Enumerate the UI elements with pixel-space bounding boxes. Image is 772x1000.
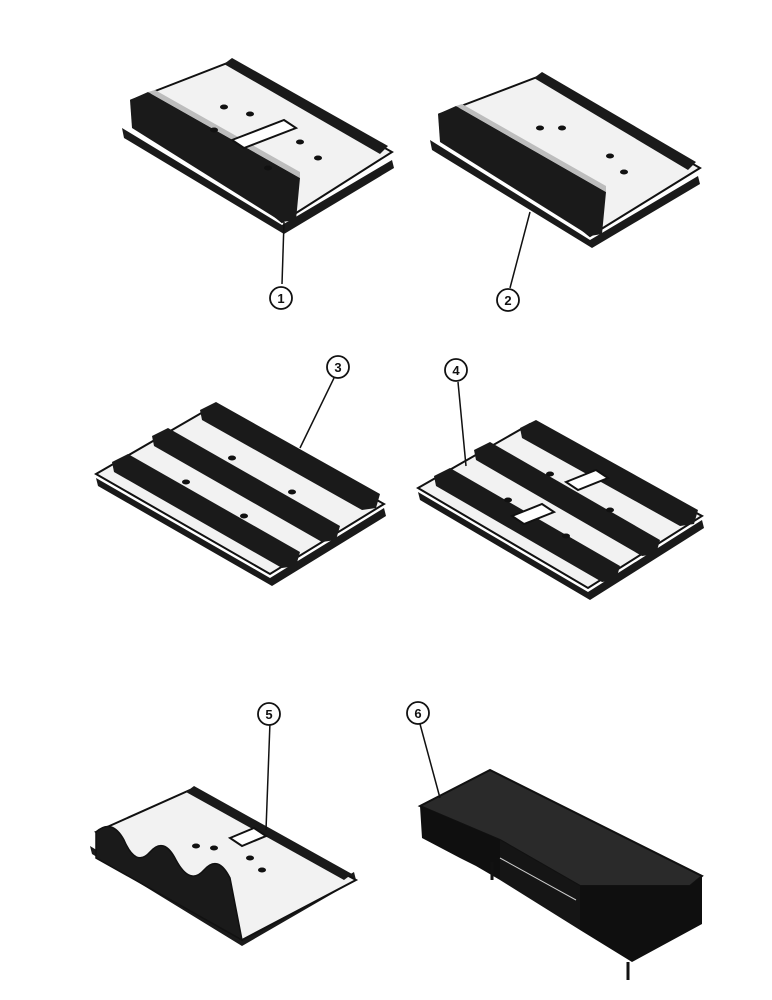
callout-2: 2 (496, 288, 520, 312)
track-shoe-part-2 (430, 72, 702, 289)
svg-text:3: 3 (334, 360, 341, 375)
track-shoe-part-4 (416, 381, 704, 600)
callout-3: 3 (326, 355, 350, 379)
track-shoe-part-3 (93, 377, 386, 586)
svg-text:2: 2 (504, 293, 511, 308)
svg-text:5: 5 (265, 707, 272, 722)
rubber-pad-part-6 (417, 723, 704, 980)
callout-6: 6 (406, 701, 430, 725)
track-shoe-part-5 (90, 721, 359, 946)
svg-text:1: 1 (277, 291, 284, 306)
track-shoe-part-1 (122, 58, 394, 285)
svg-text:6: 6 (414, 706, 421, 721)
callout-1: 1 (269, 286, 293, 310)
svg-text:4: 4 (452, 363, 460, 378)
callout-4: 4 (444, 358, 468, 382)
callout-5: 5 (257, 702, 281, 726)
